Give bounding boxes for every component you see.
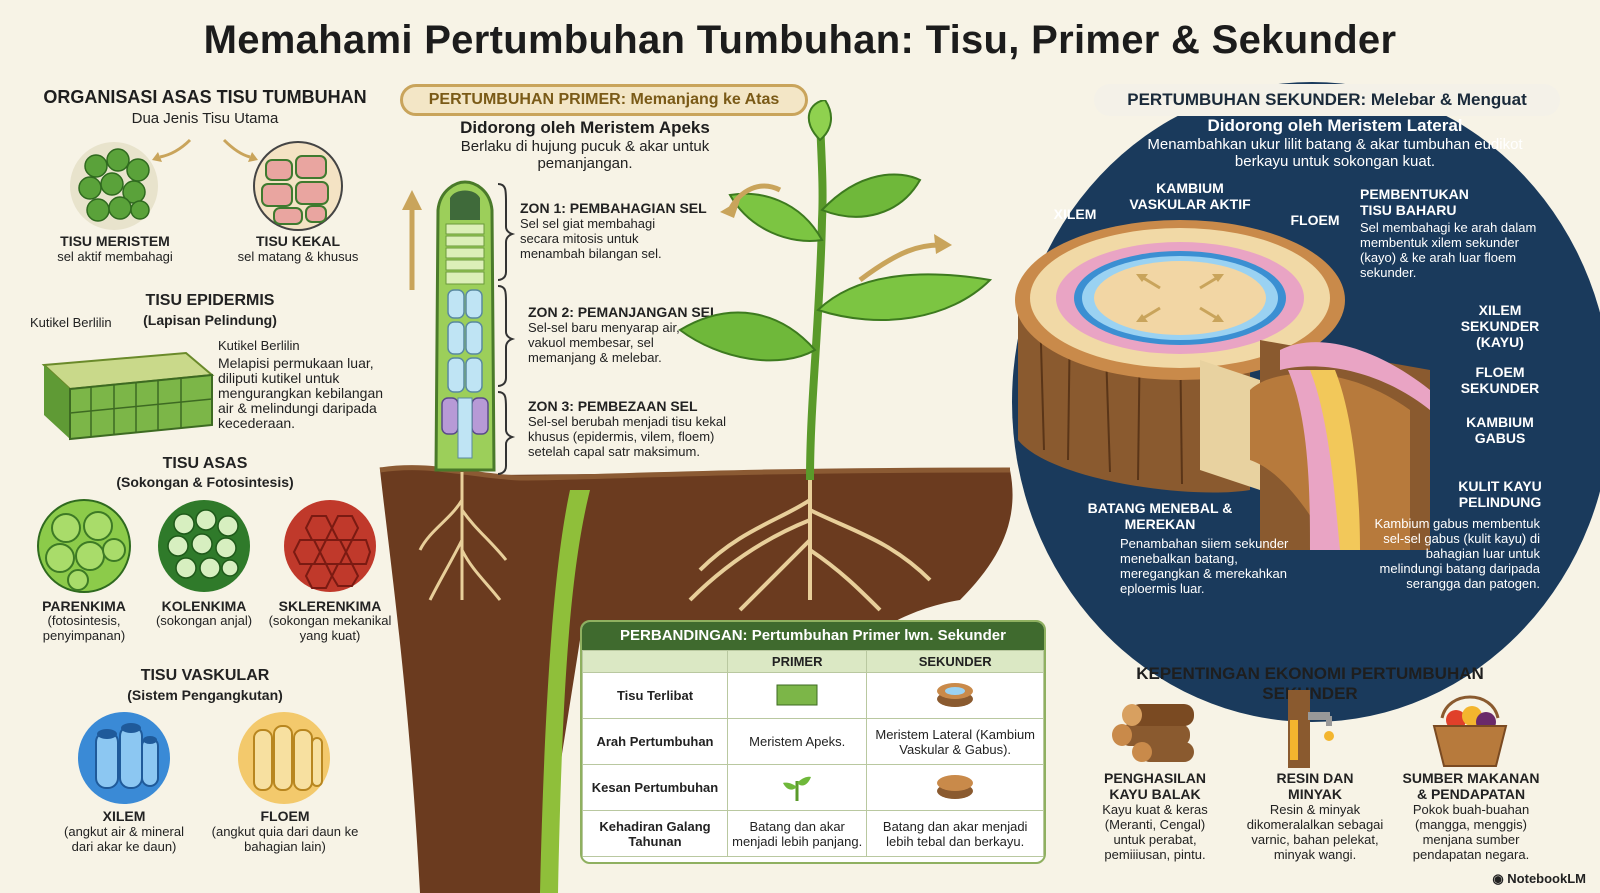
batang-menebal-desc: Penambahan siiem sekunder menebalkan bat… — [1120, 536, 1289, 596]
header-sekunder: SEKUNDER — [866, 650, 1044, 673]
zone-3-title: ZON 3: PEMBEZAAN SEL — [528, 398, 698, 414]
meristem-title: TISU MERISTEM — [60, 233, 170, 249]
cell-primer-tisu — [726, 672, 868, 719]
zone-2-title: ZON 2: PEMANJANGAN SEL — [528, 304, 719, 320]
timber-logs-icon — [1112, 704, 1194, 762]
comparison-title: PERBANDINGAN: Pertumbuhan Primer lwn. Se… — [582, 622, 1044, 650]
row-label-kesan: Kesan Pertumbuhan — [582, 764, 728, 811]
sklerenkima-name: SKLERENKIMA — [278, 598, 382, 614]
epidermis-label-right: Kutikel Berlilin — [218, 338, 300, 353]
cell-sekunder-arah: Meristem Lateral (Kambium Vaskular & Gab… — [866, 718, 1044, 765]
logo-text: NotebookLM — [1507, 871, 1586, 886]
asas-title: TISU ASAS — [162, 455, 248, 472]
floem-name: FLOEM — [260, 808, 310, 824]
kolenkima-icon — [158, 500, 250, 592]
ekonomi-1-desc: Kayu kuat & keras (Meranti, Cengal) untu… — [1102, 802, 1208, 862]
kekal-cells-icon — [253, 141, 343, 231]
organisasi-subheading: Dua Jenis Tisu Utama — [131, 110, 279, 127]
meristem-cells-icon — [70, 142, 158, 230]
ekonomi-1-title: PENGHASILAN KAYU BALAK — [1104, 770, 1206, 802]
comparison-table-card: PERBANDINGAN: Pertumbuhan Primer lwn. Se… — [580, 620, 1046, 864]
xilem-name: XILEM — [102, 808, 146, 824]
cell-sekunder-kesan — [866, 764, 1044, 811]
notebooklm-logo: ◉ NotebookLM — [1492, 871, 1586, 887]
batang-menebal-title: BATANG MENEBAL & MEREKAN — [1087, 500, 1233, 532]
header-cell-empty — [582, 650, 728, 673]
connector-tube — [540, 490, 590, 893]
sklerenkima-desc: (sokongan mekanikal yang kuat) — [268, 613, 392, 643]
cell-sekunder-galang: Batang dan akar menjadi lebih tebal dan … — [866, 810, 1044, 857]
row-label-tisu: Tisu Terlibat — [582, 672, 728, 719]
floem-tubes-icon — [238, 712, 330, 804]
ekonomi-2-title: RESIN DAN MINYAK — [1276, 770, 1354, 802]
shoot-tip-diagram — [434, 180, 496, 472]
parenkima-name: PARENKIMA — [42, 598, 126, 614]
trunk-cross-section — [1015, 220, 1430, 550]
xilem-tubes-icon — [78, 712, 170, 804]
kolenkima-name: KOLENKIMA — [161, 598, 247, 614]
parenkima-desc: (fotosintesis, penyimpanan) — [42, 613, 126, 643]
meristem-desc: sel aktif membahagi — [57, 249, 173, 264]
epidermis-subtitle: (Lapisan Pelindung) — [143, 312, 277, 328]
logo-icon: ◉ — [1492, 871, 1508, 886]
sekunder-desc: Menambahkan ukur lilit batang & akar tum… — [1147, 136, 1523, 170]
organisasi-heading: ORGANISASI ASAS TISU TUMBUHAN — [43, 87, 367, 107]
xilem-sekunder-label: XILEM SEKUNDER (KAYU) — [1460, 302, 1540, 350]
epidermis-mini-icon — [776, 684, 818, 706]
pembentukan-desc: Sel membahagi ke arah dalam membentuk xi… — [1360, 220, 1537, 280]
header-primer: PRIMER — [726, 650, 868, 673]
parenkima-icon — [37, 499, 131, 593]
sekunder-tab: PERTUMBUHAN SEKUNDER: Melebar & Menguat — [1094, 84, 1560, 116]
kulit-kayu-desc: Kambium gabus membentuk sel-sel gabus (k… — [1374, 516, 1540, 591]
xilem-desc: (angkut air & mineral dari akar ke daun) — [64, 824, 184, 854]
soil-shape — [380, 465, 1013, 893]
sprout-mini-icon — [783, 776, 812, 801]
zone-1-title: ZON 1: PEMBAHAGIAN SEL — [520, 200, 707, 216]
row-label-arah: Arah Pertumbuhan — [582, 718, 728, 765]
cell-primer-galang: Batang dan akar menjadi lebih panjang. — [726, 810, 868, 857]
kekal-desc: sel matang & khusus — [237, 249, 359, 264]
cell-sekunder-tisu — [866, 672, 1044, 719]
ekonomi-2-desc: Resin & minyak dikomeralalkan sebagai va… — [1246, 802, 1384, 862]
kulit-kayu-title: KULIT KAYU PELINDUNG — [1458, 478, 1542, 510]
page-title: Memahami Pertumbuhan Tumbuhan: Tisu, Pri… — [203, 18, 1397, 62]
vaskular-subtitle: (Sistem Pengangkutan) — [127, 687, 283, 703]
kolenkima-desc: (sokongan anjal) — [155, 613, 253, 628]
xilem-label: XILEM — [1053, 206, 1097, 222]
epidermis-label-left: Kutikel Berlilin — [30, 315, 112, 330]
zone-brackets — [497, 183, 516, 475]
kambium-vaskular-label: KAMBIUM VASKULAR AKTIF — [1129, 180, 1251, 212]
kambium-gabus-label: KAMBIUM GABUS — [1466, 414, 1534, 446]
pembentukan-title: PEMBENTUKAN TISU BAHARU — [1360, 186, 1469, 218]
ekonomi-3-desc: Pokok buah-buahan (mangga, menggis) menj… — [1412, 802, 1530, 862]
floem-label: FLOEM — [1290, 212, 1340, 228]
comparison-table: PRIMER SEKUNDER Tisu Terlibat Arah Pertu… — [582, 650, 1044, 857]
fruit-basket-icon — [1432, 695, 1508, 767]
ekonomi-3-title: SUMBER MAKANAN & PENDAPATAN — [1402, 770, 1540, 802]
cell-primer-arah: Meristem Apeks. — [726, 718, 868, 765]
primer-desc: Berlaku di hujung pucuk & akar untuk pem… — [460, 138, 710, 172]
epidermis-desc: Melapisi permukaan luar, diliputi kutike… — [218, 355, 384, 431]
epidermis-block-icon — [41, 351, 215, 441]
log-mini-icon — [937, 775, 974, 799]
primer-tab: PERTUMBUHAN PRIMER: Memanjang ke Atas — [400, 84, 808, 116]
resin-tap-icon — [1288, 690, 1334, 768]
shoot-roots — [418, 472, 508, 601]
asas-subtitle: (Sokongan & Fotosintesis) — [116, 474, 294, 490]
zone-2-desc: Sel-sel baru menyarap air, vakuol membes… — [528, 320, 680, 365]
epidermis-title: TISU EPIDERMIS — [145, 292, 275, 309]
vaskular-title: TISU VASKULAR — [140, 667, 270, 684]
zone-3-desc: Sel-sel berubah menjadi tisu kekal khusu… — [528, 414, 726, 459]
floem-desc: (angkut quia dari daun ke bahagian lain) — [211, 824, 359, 854]
row-label-galang: Kehadiran Galang Tahunan — [582, 810, 728, 857]
primer-heading: Didorong oleh Meristem Apeks — [460, 118, 710, 137]
floem-sekunder-label: FLOEM SEKUNDER — [1460, 364, 1540, 396]
young-plant-illustration — [678, 100, 993, 612]
cell-primer-kesan — [726, 764, 868, 811]
zone-1-desc: Sel sel giat membahagi secara mitosis un… — [520, 216, 662, 261]
kekal-title: TISU KEKAL — [256, 233, 340, 249]
sekunder-heading: Didorong oleh Meristem Lateral — [1207, 116, 1463, 135]
sklerenkima-icon — [284, 500, 376, 592]
trunk-mini-icon — [937, 683, 974, 707]
